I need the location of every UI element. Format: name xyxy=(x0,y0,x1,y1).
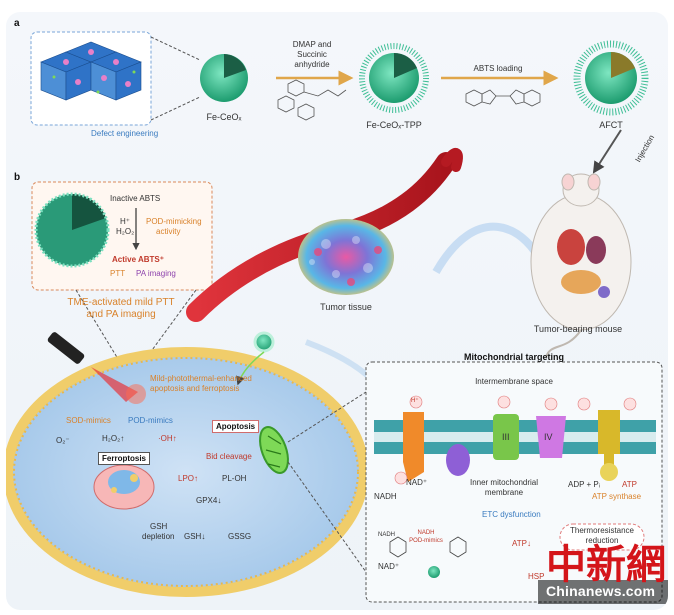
ploh-label: PL-OH xyxy=(222,474,247,483)
active-abts-label: Active ABTS⁺ xyxy=(112,255,164,264)
pa-imaging-label: PA imaging xyxy=(136,269,176,278)
h-ion-label: H⁺ xyxy=(411,398,419,404)
mild-line1: Mild-photothermal-enhanced xyxy=(150,374,252,383)
afct-label: AFCT xyxy=(599,120,623,130)
complex-iii xyxy=(493,414,519,460)
thermo-line1: Thermoresistance xyxy=(569,526,635,535)
defect-lattice-box xyxy=(30,31,152,126)
nadh-label: NADH xyxy=(374,492,397,501)
defect-engineering-label: Defect engineering xyxy=(91,129,159,138)
arrow1-line1: DMAP and xyxy=(292,40,332,49)
watermark-logo: 中新網 xyxy=(546,542,666,587)
figure-panel: a Defect engineering Fe-CeOₓ DMAP and Su… xyxy=(6,12,668,610)
hsp-label: HSP xyxy=(528,572,545,581)
gpx4-label: GPX4↓ xyxy=(196,496,222,505)
complex-i xyxy=(403,412,424,482)
arrow2-label: ABTS loading xyxy=(473,64,523,73)
fe-ceox-tpp-label: Fe-CeOₓ-TPP xyxy=(366,120,422,130)
tumor-tissue xyxy=(298,219,394,295)
nad-plus2-label: NAD⁺ xyxy=(378,562,400,571)
ptt-label: PTT xyxy=(110,269,126,278)
bid-cleavage-label: Bid cleavage xyxy=(206,452,252,461)
arrow1-line3: anhydride xyxy=(294,60,330,69)
complex-iv xyxy=(536,416,566,458)
ferroptosis-label: Ferroptosis xyxy=(98,452,151,466)
watermark-bar xyxy=(538,580,668,604)
mito-title: Mitochondrial targeting xyxy=(464,352,564,362)
thermo-line2: reduction xyxy=(585,536,619,545)
afct-particle xyxy=(573,40,649,116)
h2o2-label: H₂O₂ xyxy=(116,227,135,236)
nad-plus-label: NAD⁺ xyxy=(406,478,428,487)
complex-ii xyxy=(446,444,470,476)
tpp-structure xyxy=(277,79,347,121)
tme-line2: and PA imaging xyxy=(86,309,156,320)
afct-entering-cell xyxy=(253,331,275,353)
abts-structure xyxy=(465,89,541,107)
thermoresistance-bubble xyxy=(559,523,645,551)
nadh-pod-line1: NADH xyxy=(417,530,435,536)
atp-synthase-shape xyxy=(598,410,620,481)
pod-activity-line2: activity xyxy=(156,227,181,236)
tumor-tissue-label: Tumor tissue xyxy=(320,302,372,312)
panel-b-label: b xyxy=(14,172,21,183)
mitochondrion xyxy=(259,426,289,474)
atp-label: ATP xyxy=(622,480,637,489)
mild-line2: apoptosis and ferroptosis xyxy=(150,384,240,393)
gsh-down-label: GSH↓ xyxy=(184,532,206,541)
h-plus-label: H⁺ xyxy=(120,217,130,226)
panel-a-label: a xyxy=(14,18,20,29)
fe-ceox-label: Fe-CeOₓ xyxy=(206,112,242,122)
oh-up-label: ·OH↑ xyxy=(158,434,177,443)
tme-line1: TME-activated mild PTT xyxy=(67,297,175,308)
nadh-pod-line2: POD-mimics xyxy=(409,538,443,544)
atp-down-label: ATP↓ xyxy=(512,539,531,548)
tumor-mouse-label: Tumor-bearing mouse xyxy=(533,324,623,334)
abts-nanoparticle-closeup xyxy=(34,192,110,268)
nad-molecules xyxy=(389,536,467,558)
inner-membrane-line2: membrane xyxy=(484,488,524,497)
proton-bubbles xyxy=(394,395,637,485)
gsh-dep-line1: GSH xyxy=(150,522,168,531)
atp-synthase-label: ATP synthase xyxy=(592,492,642,501)
tumor-cell xyxy=(6,347,369,597)
h2o2-up-label: H₂O₂↑ xyxy=(102,434,125,443)
arrow1-line2: Succinic xyxy=(297,50,327,59)
fe-ceox-tpp-particle xyxy=(359,43,429,113)
laser-device xyxy=(47,332,146,404)
nadh2-label: NADH xyxy=(378,532,396,538)
etc-label: ETC dysfunction xyxy=(482,510,541,519)
pod-label: POD-mimics xyxy=(128,416,173,425)
ferroptosis-structure xyxy=(93,464,155,510)
intermembrane-label: Intermembrane space xyxy=(475,377,553,386)
o2-label: O₂⁻ xyxy=(56,436,70,445)
inactive-abts-label: Inactive ABTS xyxy=(110,194,161,203)
lpo-label: LPO↑ xyxy=(178,474,199,483)
inner-membrane-line1: Inner mitochondrial xyxy=(469,478,539,487)
adp-label: ADP + Pᵢ xyxy=(568,480,601,489)
pod-activity-line1: POD-mimicking xyxy=(146,217,202,226)
tumor-bearing-mouse xyxy=(530,173,632,358)
complex-iii-label: III xyxy=(502,432,510,442)
apoptosis-label: Apoptosis xyxy=(212,420,260,434)
diagram-graphics xyxy=(6,31,668,604)
complex-iv-label: IV xyxy=(544,432,553,442)
gsh-dep-line2: depletion xyxy=(142,532,175,541)
fe-ceox-particle xyxy=(200,54,248,102)
gssg-label: GSSG xyxy=(228,532,252,541)
watermark-url: Chinanews.com xyxy=(546,583,656,599)
sod-label: SOD-mimics xyxy=(66,416,111,425)
